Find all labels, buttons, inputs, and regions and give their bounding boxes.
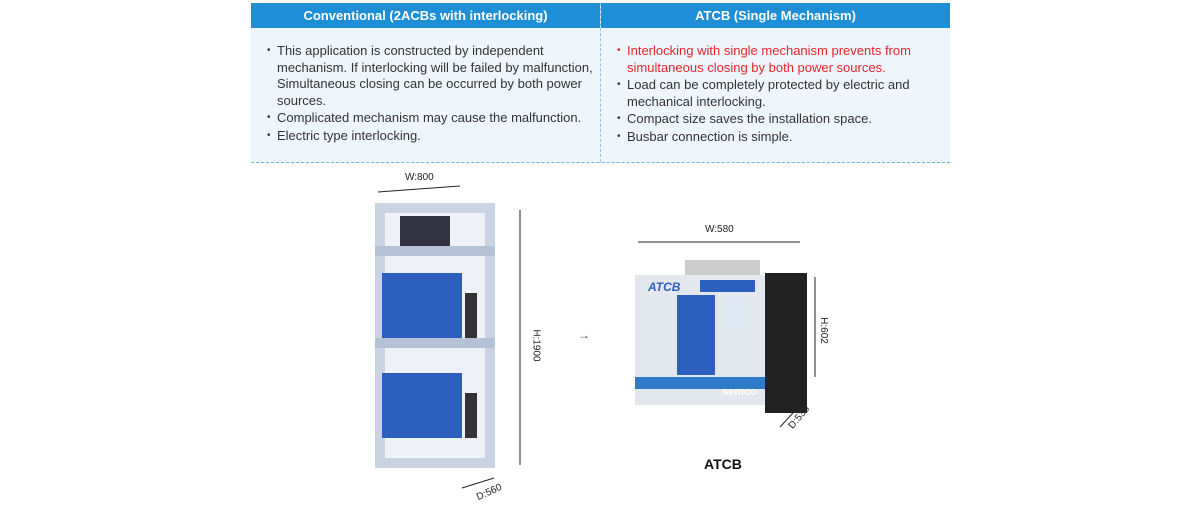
conventional-list: This application is constructed by indep…: [267, 43, 597, 145]
list-item: Load can be completely protected by elec…: [617, 77, 947, 110]
column-divider: [600, 3, 601, 162]
atcb-width: W:580: [705, 224, 734, 235]
list-item: Busbar connection is simple.: [617, 129, 947, 146]
atcb-list: Interlocking with single mechanism preve…: [617, 43, 947, 146]
list-item: Electric type interlocking.: [267, 128, 597, 145]
arrow-icon: →: [578, 328, 590, 342]
header-conventional: Conventional (2ACBs with interlocking): [251, 3, 600, 28]
list-item: Compact size saves the installation spac…: [617, 111, 947, 128]
header-atcb: ATCB (Single Mechanism): [601, 3, 950, 28]
list-item: Interlocking with single mechanism preve…: [617, 43, 947, 76]
brand-logo: semco: [722, 386, 757, 398]
atcb-logo: ATCB: [648, 280, 681, 294]
list-item: Complicated mechanism may cause the malf…: [267, 110, 597, 127]
atcb-image: [635, 241, 816, 428]
atcb-height: H:602: [817, 317, 829, 344]
list-item: This application is constructed by indep…: [267, 43, 597, 109]
atcb-caption: ATCB: [704, 456, 742, 472]
conventional-width: W:800: [405, 172, 434, 183]
conventional-height: H:1900: [530, 329, 542, 362]
comparison-table: Conventional (2ACBs with interlocking) A…: [251, 3, 950, 163]
conventional-cabinet-image: [375, 185, 521, 489]
